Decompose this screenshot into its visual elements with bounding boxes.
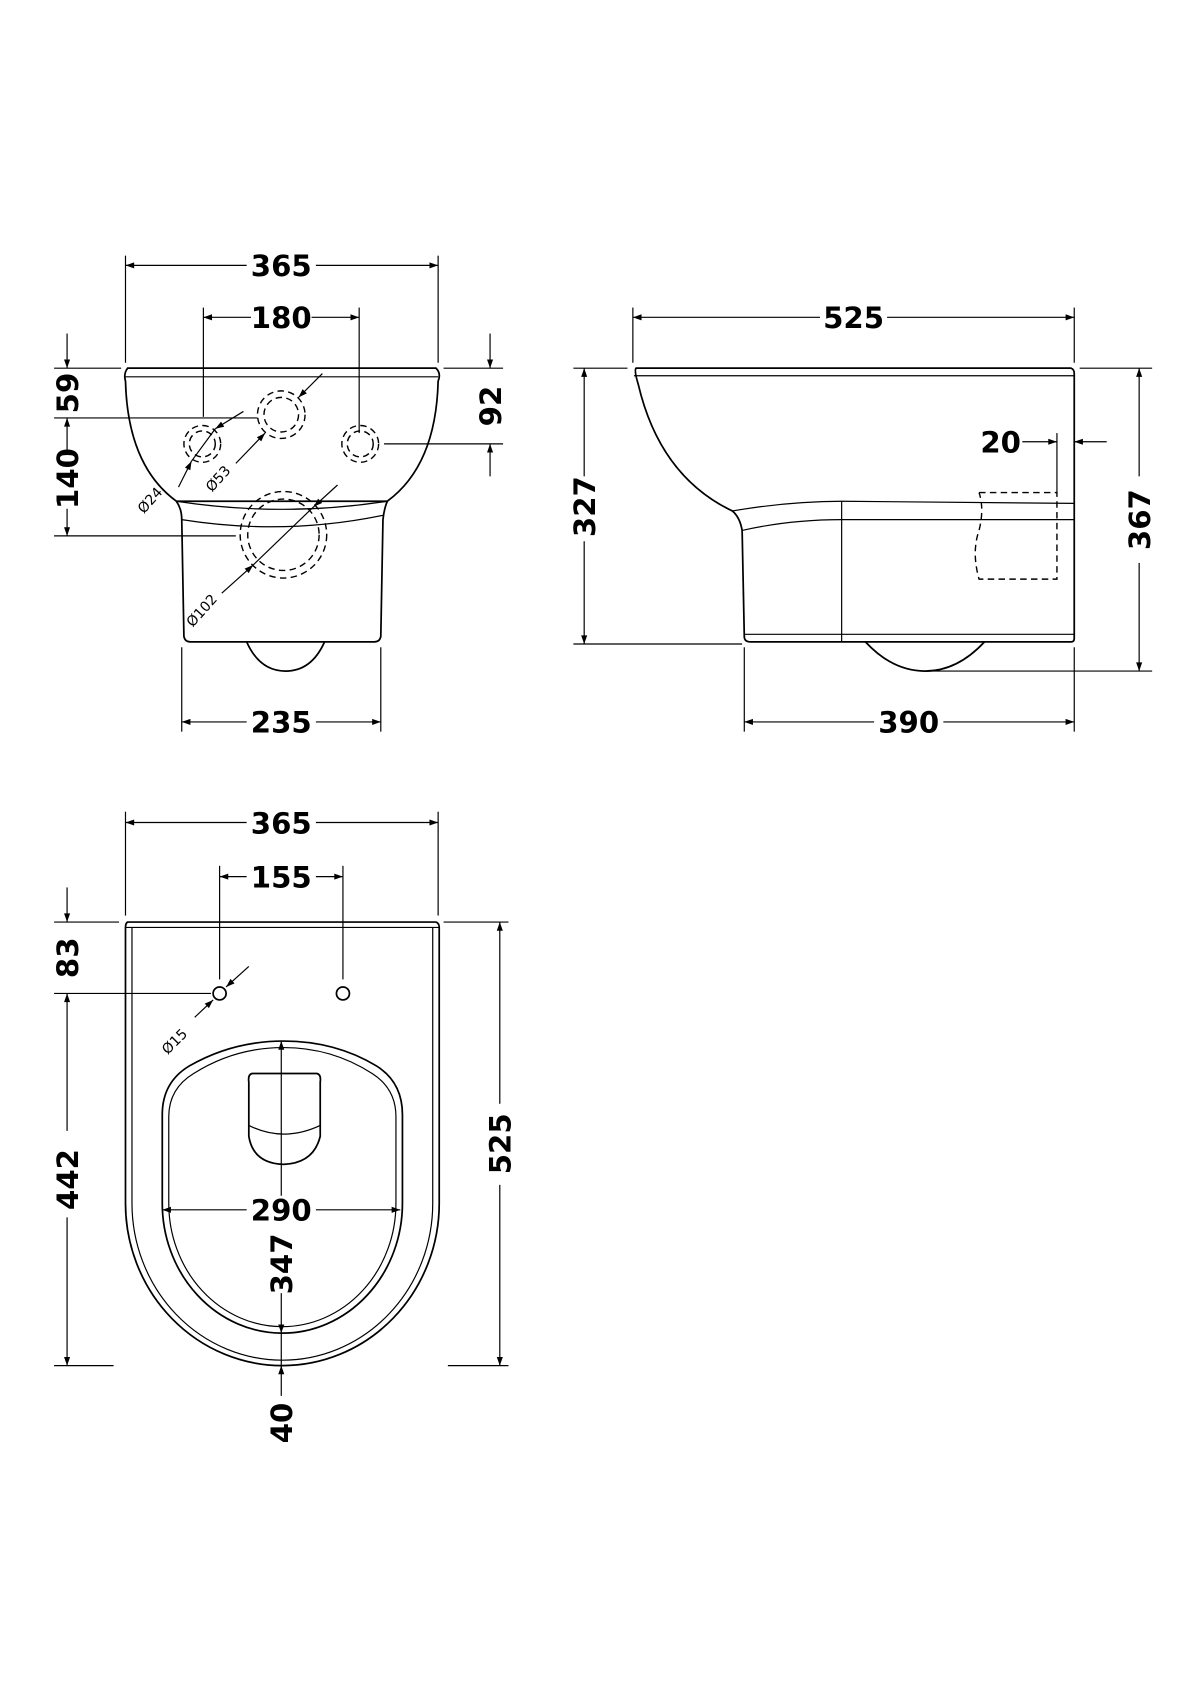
front-outlet-bulge <box>245 641 326 672</box>
outlet-dia-label: Ø102 <box>184 592 221 631</box>
plan-top-to-fixing-label: 83 <box>51 937 85 978</box>
side-length-label: 525 <box>823 301 884 335</box>
front-bowl-outline <box>123 367 441 503</box>
plan-view: 365 155 83 442 525 Ø15 290 347 40 <box>51 806 518 1443</box>
front-hole-spacing-label: 180 <box>251 301 312 335</box>
seat-outer <box>161 1040 404 1334</box>
side-overall-height-label: 367 <box>1123 489 1157 550</box>
front-hole-to-outlet-label: 140 <box>51 448 85 509</box>
side-outline <box>634 367 1076 643</box>
front-width-label: 365 <box>251 249 312 283</box>
front-base-width-label: 235 <box>251 706 312 740</box>
plan-length-label: 525 <box>484 1113 518 1174</box>
pan-outlet <box>247 1072 322 1166</box>
front-top-to-hole-label: 59 <box>51 373 85 414</box>
side-wall-offset-label: 20 <box>980 426 1021 460</box>
front-rim-label: 40 <box>265 1403 299 1444</box>
front-view: 365 180 59 140 92 235 Ø24 Ø53 <box>51 249 508 740</box>
plan-outline <box>124 921 441 1367</box>
side-outlet-bulge <box>864 641 986 672</box>
side-body-height-label: 327 <box>568 476 602 537</box>
fixing-hole-right <box>335 986 351 1001</box>
plan-fixing-to-front-label: 442 <box>51 1149 85 1210</box>
front-right-hole-height-label: 92 <box>474 386 508 427</box>
seat-length-label: 347 <box>265 1233 299 1294</box>
hole-small-dia-label: Ø24 <box>135 485 166 517</box>
seat-width-label: 290 <box>251 1194 312 1228</box>
hole-medium-dia-label: Ø53 <box>203 463 234 495</box>
fixing-dia-label: Ø15 <box>159 1026 191 1058</box>
fixing-hole-left <box>212 986 227 1001</box>
plan-fixing-spacing-label: 155 <box>251 860 312 894</box>
side-view: 525 327 367 20 390 <box>568 301 1157 740</box>
plan-width-label: 365 <box>251 806 312 840</box>
front-neck-outline <box>175 500 389 643</box>
side-concealed-cistern <box>974 491 1058 580</box>
side-base-length-label: 390 <box>878 706 939 740</box>
